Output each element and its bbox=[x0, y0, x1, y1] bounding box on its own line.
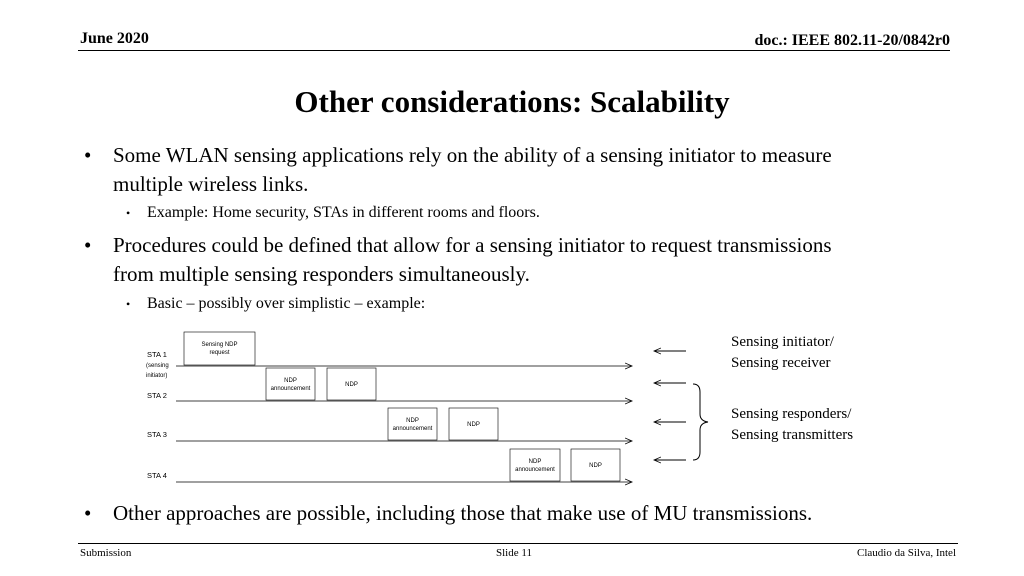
sta1-note-line2: initiator) bbox=[146, 373, 167, 379]
sta3-ndpa-frame bbox=[387, 407, 438, 441]
responders-label: Sensing responders/ Sensing transmitters bbox=[731, 404, 853, 446]
sta1-label: STA 1 bbox=[147, 350, 167, 359]
responders-label-line2: Sensing transmitters bbox=[731, 427, 854, 443]
header-doc-id: doc.: IEEE 802.11-20/0842r0 bbox=[754, 32, 950, 49]
sub-bullet-2-text: Basic – possibly over simplistic – examp… bbox=[147, 295, 426, 312]
sta4-ndpa-line1: NDP bbox=[529, 459, 542, 465]
sta2-ndpa-frame bbox=[265, 367, 316, 401]
sta3-ndp-frame bbox=[448, 407, 499, 441]
bullet-1-line-2: multiple wireless links. bbox=[113, 172, 309, 196]
initiator-label-line2: Sensing receiver bbox=[731, 355, 831, 371]
sta3-ndpa-line1: NDP bbox=[406, 418, 419, 424]
sensing-ndp-request-frame bbox=[183, 331, 256, 366]
sub-bullet-marker: • bbox=[126, 297, 131, 311]
sta4-ndp-frame bbox=[570, 448, 621, 482]
sta4-label: STA 4 bbox=[147, 471, 167, 480]
sensing-ndp-request-line2: request bbox=[209, 350, 229, 356]
sta4-ndp-label: NDP bbox=[589, 463, 602, 469]
bullet-3-line-1: Other approaches are possible, including… bbox=[113, 501, 813, 525]
sta3-ndpa-line2: announcement bbox=[393, 426, 433, 432]
bullet-1-line-1: Some WLAN sensing applications rely on t… bbox=[113, 143, 832, 167]
sta2-ndp-label: NDP bbox=[345, 382, 358, 388]
initiator-label: Sensing initiator/ Sensing receiver bbox=[731, 332, 834, 374]
sta2-ndpa-line1: NDP bbox=[284, 378, 297, 384]
sub-bullet-1-text: Example: Home security, STAs in differen… bbox=[147, 204, 540, 221]
sta2-ndpa-line2: announcement bbox=[271, 386, 311, 392]
sta3-ndp-label: NDP bbox=[467, 422, 480, 428]
header-date: June 2020 bbox=[80, 30, 149, 47]
footer-divider bbox=[78, 543, 958, 544]
responders-label-line1: Sensing responders/ bbox=[731, 406, 852, 422]
sta1-note-line1: (sensing bbox=[146, 363, 169, 369]
bullet-marker: • bbox=[84, 143, 92, 167]
bullet-2-line-1: Procedures could be defined that allow f… bbox=[113, 233, 832, 257]
sta3-label: STA 3 bbox=[147, 430, 167, 439]
sta4-ndpa-line2: announcement bbox=[515, 467, 555, 473]
header-divider bbox=[78, 50, 950, 51]
bullet-2-line-2: from multiple sensing responders simulta… bbox=[113, 262, 530, 286]
initiator-label-line1: Sensing initiator/ bbox=[731, 334, 834, 350]
sta2-ndp-frame bbox=[326, 367, 377, 401]
slide-title: Other considerations: Scalability bbox=[294, 84, 730, 119]
bullet-marker: • bbox=[84, 501, 92, 525]
sta2-label: STA 2 bbox=[147, 391, 167, 400]
responders-brace bbox=[692, 383, 709, 461]
sub-bullet-marker: • bbox=[126, 206, 131, 220]
sensing-ndp-request-line1: Sensing NDP bbox=[201, 342, 237, 348]
footer-submission: Submission bbox=[80, 547, 132, 559]
footer-author: Claudio da Silva, Intel bbox=[857, 547, 956, 559]
sta4-ndpa-frame bbox=[509, 448, 561, 482]
bullet-marker: • bbox=[84, 233, 92, 257]
footer-slide-number: Slide 11 bbox=[496, 547, 532, 559]
